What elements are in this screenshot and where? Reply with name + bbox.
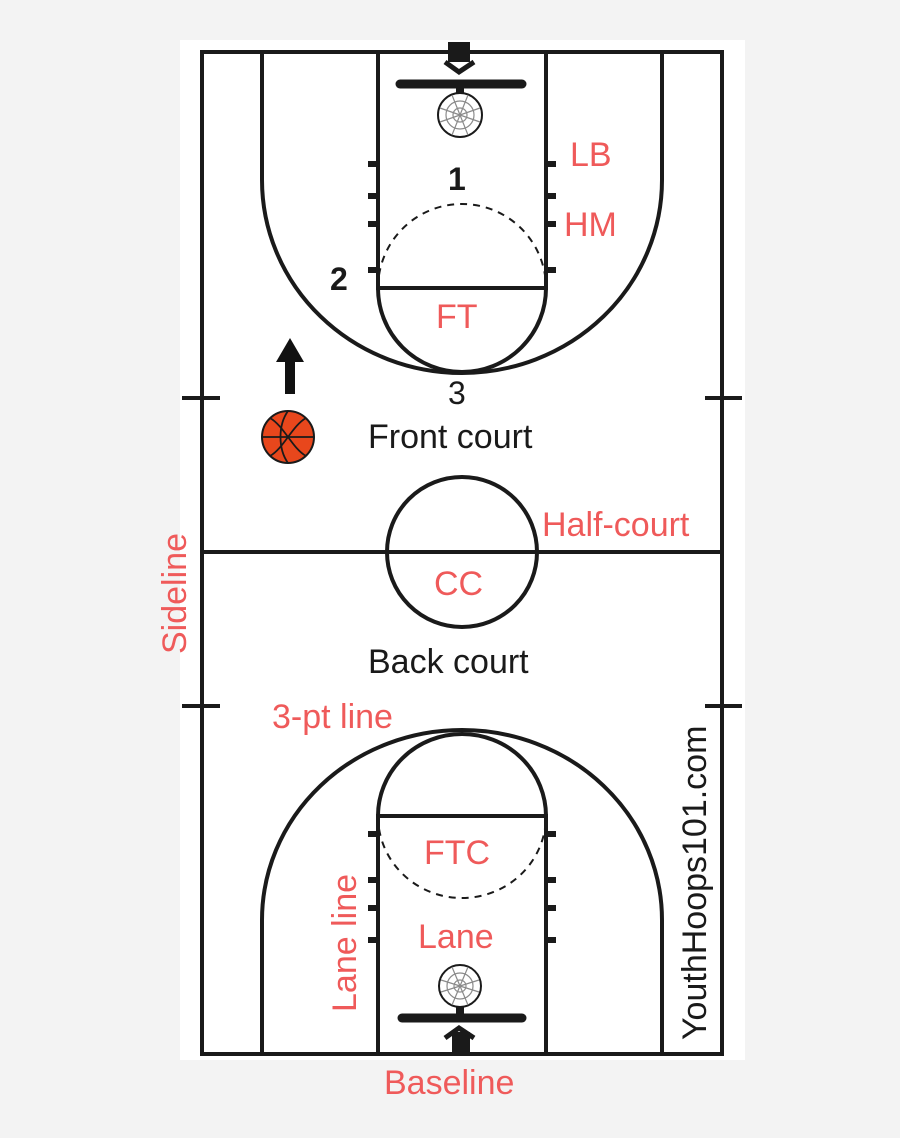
free-throw-circle-top-solid	[376, 287, 548, 374]
label-half-court: Half-court	[542, 506, 690, 544]
lane-bottom	[376, 814, 548, 1054]
spot-3: 3	[448, 375, 466, 411]
three-point-line-bottom	[260, 728, 664, 1054]
label-front-court: Front court	[368, 418, 533, 456]
arrow-up-icon	[276, 338, 304, 394]
label-back-court: Back court	[368, 643, 529, 681]
spot-1: 1	[448, 161, 466, 197]
label-ft: FT	[436, 298, 478, 336]
watermark: YouthHoops101.com	[676, 726, 714, 1040]
label-hm: HM	[564, 206, 617, 244]
free-throw-circle-bottom-dashed	[377, 815, 547, 899]
hoop-icon	[395, 42, 527, 138]
label-sideline: Sideline	[156, 533, 194, 654]
label-lane: Lane	[418, 918, 494, 956]
center-circle	[385, 475, 539, 629]
label-cc: CC	[434, 565, 483, 603]
lane-top	[376, 52, 548, 290]
spot-2: 2	[330, 261, 348, 297]
free-throw-circle-top-dashed	[377, 203, 547, 289]
label-lb: LB	[570, 136, 612, 174]
label-ftc: FTC	[424, 834, 490, 872]
basketball-icon	[261, 410, 315, 464]
label-three-pt-line: 3-pt line	[272, 698, 393, 736]
free-throw-circle-bottom-solid	[376, 732, 548, 817]
hoop-icon	[397, 964, 527, 1054]
lane-hash-marks-top	[368, 161, 556, 273]
label-baseline: Baseline	[384, 1064, 514, 1102]
lane-hash-marks-bottom	[368, 831, 556, 943]
label-lane-line: Lane line	[326, 874, 364, 1012]
